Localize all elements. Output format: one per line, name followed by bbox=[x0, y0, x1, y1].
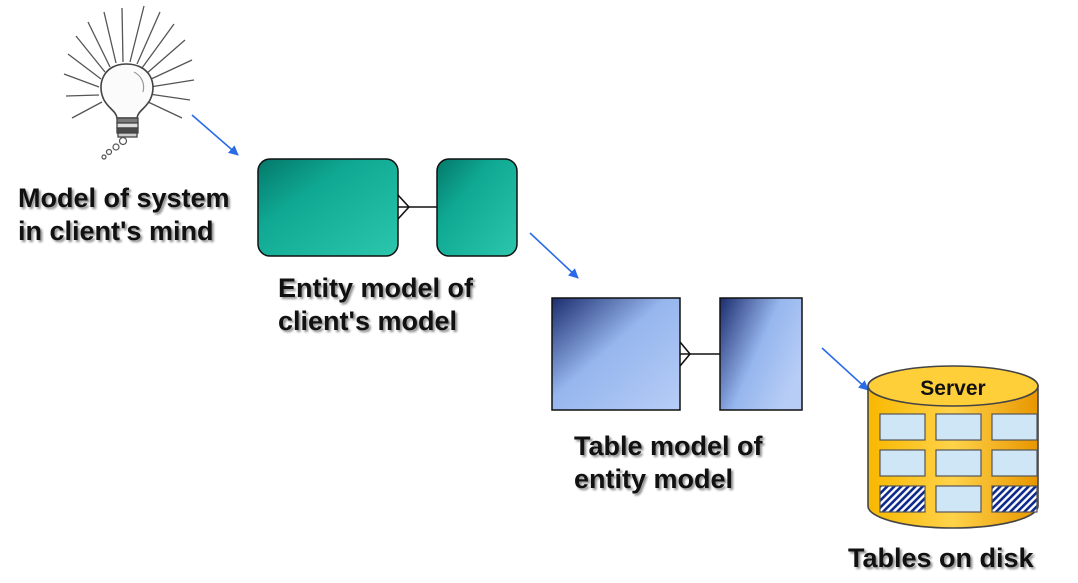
server-table-cell bbox=[935, 449, 982, 477]
server-table-cell bbox=[879, 413, 926, 441]
entity-box-large bbox=[257, 158, 399, 257]
server-table-grid bbox=[879, 413, 1038, 513]
label-tables-on-disk: Tables on disk bbox=[848, 542, 1034, 575]
label-client-mind-line2: in client's mind bbox=[18, 216, 214, 246]
server-label: Server bbox=[920, 377, 985, 400]
server-cylinder-icon: Server bbox=[867, 365, 1039, 529]
server-table-cell-hatched bbox=[991, 485, 1038, 513]
table-relationship-line bbox=[679, 341, 720, 367]
entity-relationship-line bbox=[397, 194, 437, 220]
entity-model-diagram bbox=[257, 158, 518, 257]
arrow-mind-to-entity bbox=[191, 114, 239, 156]
table-box-large bbox=[551, 297, 681, 411]
label-tables-on-disk-text: Tables on disk bbox=[848, 543, 1034, 573]
arrow-entity-to-table bbox=[529, 232, 579, 279]
server-table-cell-hatched bbox=[879, 485, 926, 513]
label-table-model-line1: Table model of bbox=[574, 431, 763, 461]
entity-box-small bbox=[436, 158, 518, 257]
label-client-mind: Model of system in client's mind bbox=[18, 182, 230, 248]
server-table-cell bbox=[935, 413, 982, 441]
lightbulb-icon bbox=[63, 5, 195, 160]
table-box-small bbox=[719, 297, 803, 411]
label-entity-model: Entity model of client's model bbox=[278, 272, 473, 338]
server-table-cell bbox=[991, 449, 1038, 477]
server-table-cell bbox=[991, 413, 1038, 441]
label-client-mind-line1: Model of system bbox=[18, 183, 230, 213]
server-table-cell bbox=[879, 449, 926, 477]
arrow-table-to-server bbox=[821, 347, 869, 391]
label-entity-model-line1: Entity model of bbox=[278, 273, 473, 303]
label-table-model-line2: entity model bbox=[574, 464, 734, 494]
server-table-cell bbox=[935, 485, 982, 513]
label-table-model: Table model of entity model bbox=[574, 430, 763, 496]
label-entity-model-line2: client's model bbox=[278, 306, 457, 336]
table-model-diagram bbox=[551, 297, 803, 411]
